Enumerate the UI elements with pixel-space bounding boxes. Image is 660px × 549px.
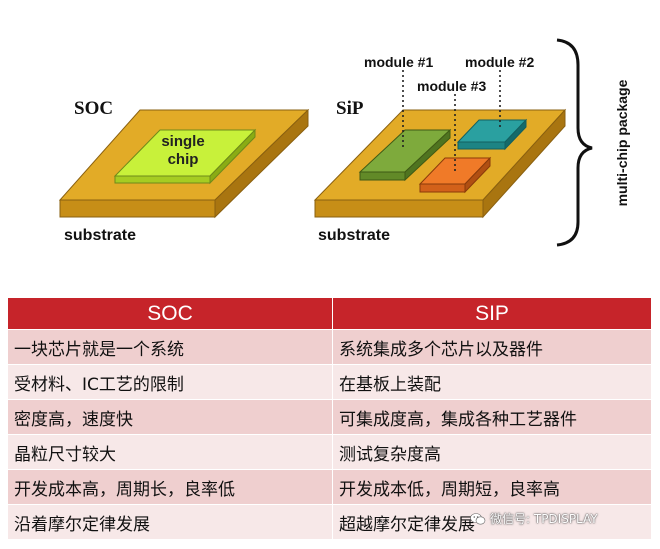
cell-sip: 可集成度高，集成各种工艺器件 <box>332 399 652 435</box>
table-row: 受材料、IC工艺的限制 在基板上装配 <box>7 364 652 400</box>
cell-sip: 系统集成多个芯片以及器件 <box>332 329 652 365</box>
cell-soc: 开发成本高，周期长，良率低 <box>7 469 333 505</box>
cell-soc: 密度高，速度快 <box>7 399 333 435</box>
module-2-chip <box>456 118 528 151</box>
sip-label: SiP <box>336 98 364 119</box>
soc-substrate-front <box>59 199 216 218</box>
table-row: 密度高，速度快 可集成度高，集成各种工艺器件 <box>7 399 652 435</box>
watermark: 微信号: TPDISPLAY <box>470 510 598 527</box>
module-1-label: module #1 <box>364 54 433 70</box>
cell-soc: 晶粒尺寸较大 <box>7 434 333 470</box>
cell-soc: 沿着摩尔定律发展 <box>7 504 333 540</box>
sip-substrate-side <box>482 108 566 219</box>
cell-sip: 超越摩尔定律发展 <box>332 504 652 540</box>
single-chip-label-line1: single <box>161 133 204 150</box>
soc-label: SOC <box>74 98 113 119</box>
comparison-table: SOC SIP 一块芯片就是一个系统 系统集成多个芯片以及器件 受材料、IC工艺… <box>7 297 652 540</box>
module-2-label: module #2 <box>465 54 534 70</box>
sip-substrate-label: substrate <box>318 227 390 244</box>
package-label: multi-chip package <box>614 79 630 206</box>
header-sip: SIP <box>332 297 652 330</box>
single-chip <box>113 128 257 185</box>
single-chip-label-line2: chip <box>168 151 199 168</box>
cell-sip: 开发成本低，周期短，良率高 <box>332 469 652 505</box>
cell-sip: 测试复杂度高 <box>332 434 652 470</box>
wechat-icon <box>470 512 486 525</box>
cell-soc: 受材料、IC工艺的限制 <box>7 364 333 400</box>
soc-substrate-label: substrate <box>64 227 136 244</box>
soc-substrate-side <box>214 108 309 219</box>
sip-substrate-front <box>314 199 484 218</box>
package-brace <box>556 38 593 247</box>
header-soc: SOC <box>7 297 333 330</box>
table-header-row: SOC SIP <box>7 297 652 330</box>
soc-sip-diagram: single chip SOC substrate module #1 modu… <box>58 38 630 247</box>
module-3-label: module #3 <box>417 78 486 94</box>
table-row: 一块芯片就是一个系统 系统集成多个芯片以及器件 <box>7 329 652 365</box>
cell-sip: 在基板上装配 <box>332 364 652 400</box>
table-row: 开发成本高，周期长，良率低 开发成本低，周期短，良率高 <box>7 469 652 505</box>
module-1-chip <box>358 128 452 182</box>
table-row: 晶粒尺寸较大 测试复杂度高 <box>7 434 652 470</box>
cell-soc: 一块芯片就是一个系统 <box>7 329 333 365</box>
watermark-text: 微信号: TPDISPLAY <box>490 512 598 526</box>
table-row: 沿着摩尔定律发展 超越摩尔定律发展 <box>7 504 652 540</box>
